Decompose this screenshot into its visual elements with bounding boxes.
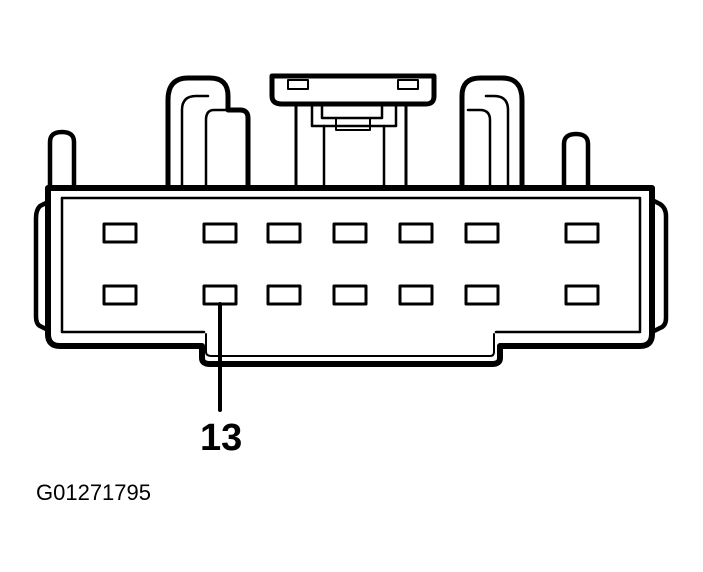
- terminal-cavity: [266, 284, 302, 306]
- terminal-cavity: [102, 284, 138, 306]
- center-lock-tab: [269, 73, 437, 190]
- pin-callout-label: 13: [200, 417, 243, 459]
- terminal-row-top: [102, 222, 600, 244]
- terminal-cavity: [564, 222, 600, 244]
- figure-code: G01271795: [36, 480, 151, 505]
- terminal-cavity: [266, 222, 302, 244]
- left-latch: [165, 75, 251, 191]
- terminal-cavity: [332, 222, 368, 244]
- terminal-cavity: [398, 284, 434, 306]
- terminal-cavity: [102, 222, 138, 244]
- right-latch: [459, 75, 525, 191]
- terminal-cavity: [398, 222, 434, 244]
- terminal-cavity: [564, 284, 600, 306]
- terminal-cavity-13: [202, 284, 238, 306]
- terminal-cavity: [202, 222, 238, 244]
- terminal-cavity: [464, 222, 500, 244]
- terminal-row-bottom: [102, 284, 600, 306]
- terminal-cavity: [332, 284, 368, 306]
- connector-body: [33, 185, 669, 367]
- terminal-cavity: [464, 284, 500, 306]
- side-posts: [47, 129, 591, 191]
